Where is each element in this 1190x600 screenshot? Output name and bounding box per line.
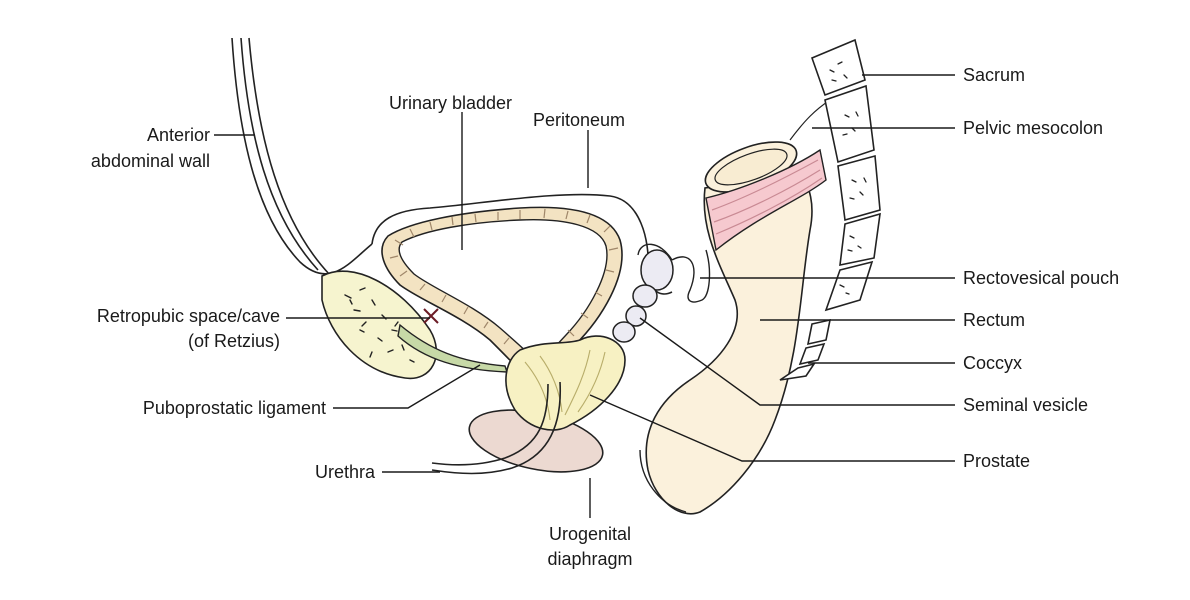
label-peritoneum: Peritoneum [533, 110, 626, 130]
label-urogenital-1: Urogenital [548, 524, 632, 544]
label-urethra: Urethra [314, 462, 375, 482]
pelvic-mesocolon [705, 99, 831, 252]
label-rectum: Rectum [963, 310, 1026, 330]
coccyx [779, 318, 832, 381]
label-anterior-wall-1: Anterior [146, 125, 210, 145]
anterior-abdominal-wall [231, 37, 373, 276]
urethra [431, 381, 562, 475]
leader-prostate [589, 394, 955, 462]
sacrum-texture [829, 61, 867, 295]
label-seminal-vesicle: Seminal vesicle [963, 395, 1089, 415]
label-sacrum: Sacrum [963, 65, 1026, 85]
label-prostate: Prostate [963, 451, 1031, 471]
label-retropubic-1: Retropubic space/cave [96, 306, 280, 326]
label-puboprostatic: Puboprostatic ligament [142, 398, 326, 418]
pubic-bone [321, 270, 438, 380]
leader-puboprostatic [333, 364, 481, 409]
label-urogenital-2: diaphragm [547, 549, 633, 569]
leader-lines [214, 74, 955, 518]
sacrum [810, 38, 881, 312]
prostate [505, 335, 626, 431]
seminal-vesicle [612, 249, 674, 343]
label-coccyx: Coccyx [963, 353, 1023, 373]
retzius-mark [423, 308, 439, 324]
label-pelvic-mesocolon: Pelvic mesocolon [963, 118, 1104, 138]
label-retropubic-2: (of Retzius) [187, 331, 280, 351]
leader-seminal-vesicle [639, 317, 955, 406]
label-urinary-bladder: Urinary bladder [389, 93, 513, 113]
label-rectovesical-pouch: Rectovesical pouch [963, 268, 1120, 288]
label-anterior-wall-2: abdominal wall [90, 151, 210, 171]
rectum [639, 141, 813, 515]
